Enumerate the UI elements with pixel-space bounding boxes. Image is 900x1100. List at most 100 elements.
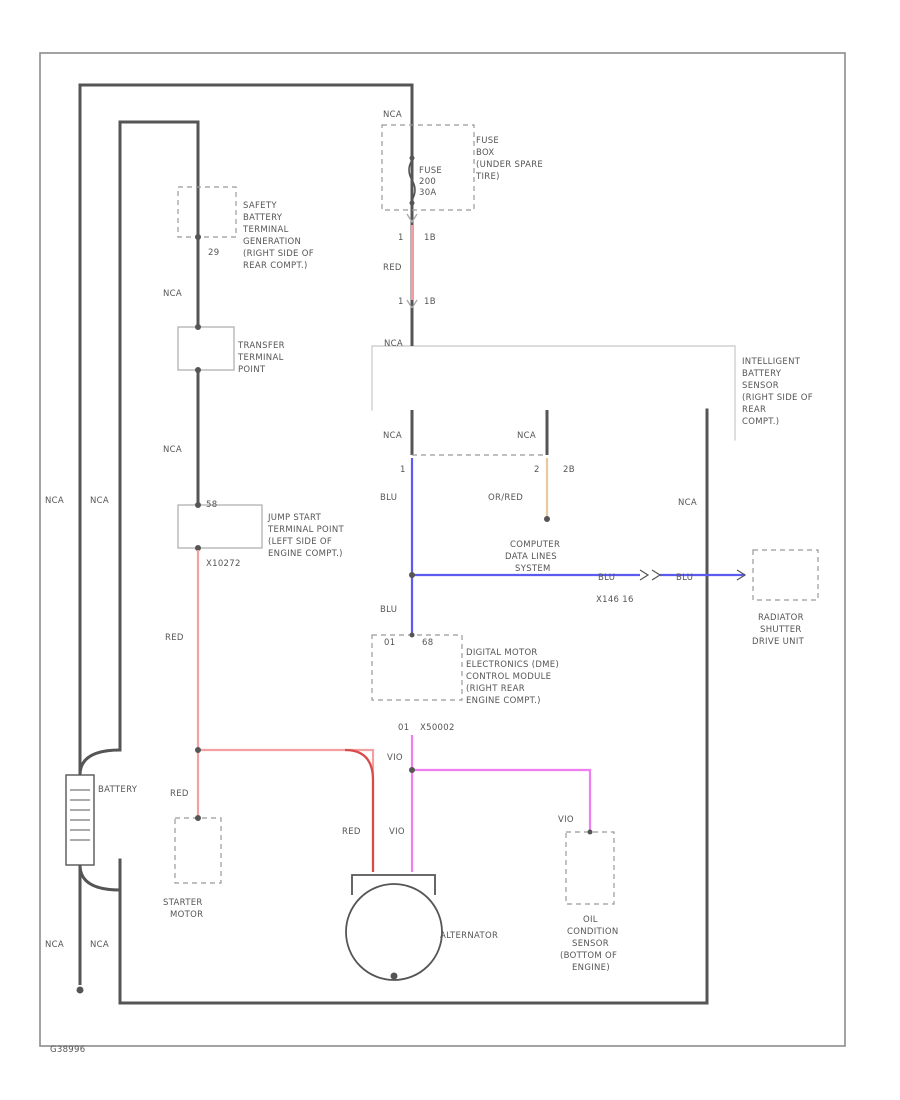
wire-label-red: RED	[165, 633, 184, 643]
transfer-terminal-box	[177, 326, 235, 371]
fuse-box-outline	[381, 124, 475, 211]
svg-text:DIGITAL MOTOR: DIGITAL MOTOR	[466, 648, 538, 658]
transfer-terminal-pin-bottom	[195, 367, 201, 373]
connector-label-x14616: X146 16	[596, 595, 634, 605]
wire-label-nca: NCA	[517, 431, 536, 441]
splice-violet	[409, 767, 415, 773]
pin-label: 1B	[424, 297, 436, 307]
oil-sensor-box	[565, 831, 615, 905]
or-red-wire-end	[544, 516, 550, 522]
pin-label: 1	[400, 465, 406, 475]
svg-text:ENGINE): ENGINE)	[572, 963, 610, 973]
dme-box	[371, 634, 463, 701]
svg-text:MOTOR: MOTOR	[170, 910, 203, 920]
fuse-pin-top	[409, 155, 415, 161]
svg-text:(UNDER SPARE: (UNDER SPARE	[476, 160, 543, 170]
svg-text:COMPUTER: COMPUTER	[510, 540, 560, 550]
svg-text:SENSOR: SENSOR	[572, 939, 609, 949]
transfer-terminal-label: TRANSFER TERMINAL POINT	[237, 341, 285, 375]
starter-motor-box	[174, 817, 222, 884]
safety-terminal-box	[177, 186, 237, 238]
svg-text:TIRE): TIRE)	[475, 172, 500, 182]
safety-terminal-pin	[195, 234, 201, 240]
wire-label-red: RED	[170, 789, 189, 799]
battery-label: BATTERY	[98, 785, 138, 795]
svg-text:SENSOR: SENSOR	[742, 381, 779, 391]
wire-label-blu: BLU	[380, 605, 397, 615]
svg-text:FUSE: FUSE	[476, 136, 499, 146]
pin-label: 2B	[563, 465, 575, 475]
red-alternator-feed	[344, 748, 375, 872]
svg-text:200: 200	[419, 177, 436, 187]
pin-label: 68	[422, 638, 433, 648]
wire-label-nca: NCA	[163, 445, 182, 455]
starter-pin	[195, 815, 201, 821]
svg-text:REAR: REAR	[742, 405, 766, 415]
ibs-sense-line	[371, 345, 736, 441]
svg-text:(LEFT SIDE OF: (LEFT SIDE OF	[268, 537, 332, 547]
svg-text:(BOTTOM OF: (BOTTOM OF	[560, 951, 617, 961]
alternator-terminal-block	[351, 874, 436, 895]
wire-label-vio: VIO	[558, 815, 574, 825]
wire-label-nca: NCA	[90, 496, 109, 506]
wire-label-nca: NCA	[45, 496, 64, 506]
svg-text:STARTER: STARTER	[163, 898, 203, 908]
ibs-label: INTELLIGENT BATTERY SENSOR (RIGHT SIDE O…	[742, 357, 813, 427]
dme-pin	[409, 632, 415, 638]
dme-label: DIGITAL MOTOR ELECTRONICS (DME) CONTROL …	[466, 648, 559, 706]
safety-terminal-label: SAFETY BATTERY TERMINAL GENERATION (RIGH…	[242, 201, 314, 271]
jump-start-pin-label: 58	[206, 500, 217, 510]
connector-label-x10272: X10272	[206, 559, 241, 569]
pin-label: 1	[398, 297, 404, 307]
alternator-label: ALTERNATOR	[440, 931, 498, 941]
safety-terminal-pin-label: 29	[208, 248, 219, 258]
alternator-ground-pin	[390, 972, 398, 980]
svg-text:BATTERY: BATTERY	[742, 369, 782, 379]
figure-id: G38996	[50, 1045, 85, 1055]
wire-label-nca: NCA	[383, 110, 402, 120]
wire-label-blu: BLU	[380, 493, 397, 503]
svg-text:JUMP START: JUMP START	[267, 513, 322, 523]
svg-text:RADIATOR: RADIATOR	[758, 613, 804, 623]
fuse-label: FUSE 200 30A	[419, 166, 442, 198]
blue-data-wires	[410, 458, 745, 635]
pin-label: 2	[534, 465, 540, 475]
svg-text:ELECTRONICS (DME): ELECTRONICS (DME)	[466, 660, 559, 670]
svg-text:POINT: POINT	[238, 365, 266, 375]
svg-text:INTELLIGENT: INTELLIGENT	[742, 357, 801, 367]
ground-point	[76, 986, 84, 994]
svg-text:CONDITION: CONDITION	[567, 927, 618, 937]
wire-label-nca: NCA	[383, 431, 402, 441]
svg-text:DRIVE UNIT: DRIVE UNIT	[752, 637, 805, 647]
svg-text:SAFETY: SAFETY	[243, 201, 277, 211]
transfer-terminal-pin-top	[195, 324, 201, 330]
svg-text:FUSE: FUSE	[419, 166, 442, 176]
diagram-frame	[39, 52, 846, 1047]
pin-label: 01	[384, 638, 395, 648]
connector-arrow	[406, 213, 418, 224]
wire-label-nca: NCA	[384, 339, 403, 349]
battery-cells	[70, 789, 90, 841]
svg-text:BOX: BOX	[476, 148, 495, 158]
alternator-symbol	[345, 883, 443, 981]
radiator-shutter-label: RADIATOR SHUTTER DRIVE UNIT	[752, 613, 805, 647]
svg-text:CONTROL MODULE: CONTROL MODULE	[466, 672, 551, 682]
wire-label-nca: NCA	[163, 289, 182, 299]
svg-text:BATTERY: BATTERY	[243, 213, 283, 223]
data-lines-label: COMPUTER DATA LINES SYSTEM	[505, 540, 560, 574]
pin-label: 1B	[424, 233, 436, 243]
svg-text:COMPT.): COMPT.)	[742, 417, 779, 427]
svg-text:REAR COMPT.): REAR COMPT.)	[243, 261, 308, 271]
jump-start-box	[177, 504, 263, 549]
svg-text:ENGINE COMPT.): ENGINE COMPT.)	[268, 549, 343, 559]
svg-text:(RIGHT SIDE OF: (RIGHT SIDE OF	[742, 393, 813, 403]
wire-label-blu: BLU	[598, 573, 615, 583]
jump-start-pin-top	[195, 502, 201, 508]
ground-harness	[78, 83, 709, 1005]
svg-text:(RIGHT SIDE OF: (RIGHT SIDE OF	[243, 249, 314, 259]
svg-text:DATA LINES: DATA LINES	[505, 552, 557, 562]
oil-sensor-label: OIL CONDITION SENSOR (BOTTOM OF ENGINE)	[560, 915, 618, 973]
radiator-shutter-box	[752, 549, 819, 601]
fuse-symbol	[408, 159, 416, 201]
